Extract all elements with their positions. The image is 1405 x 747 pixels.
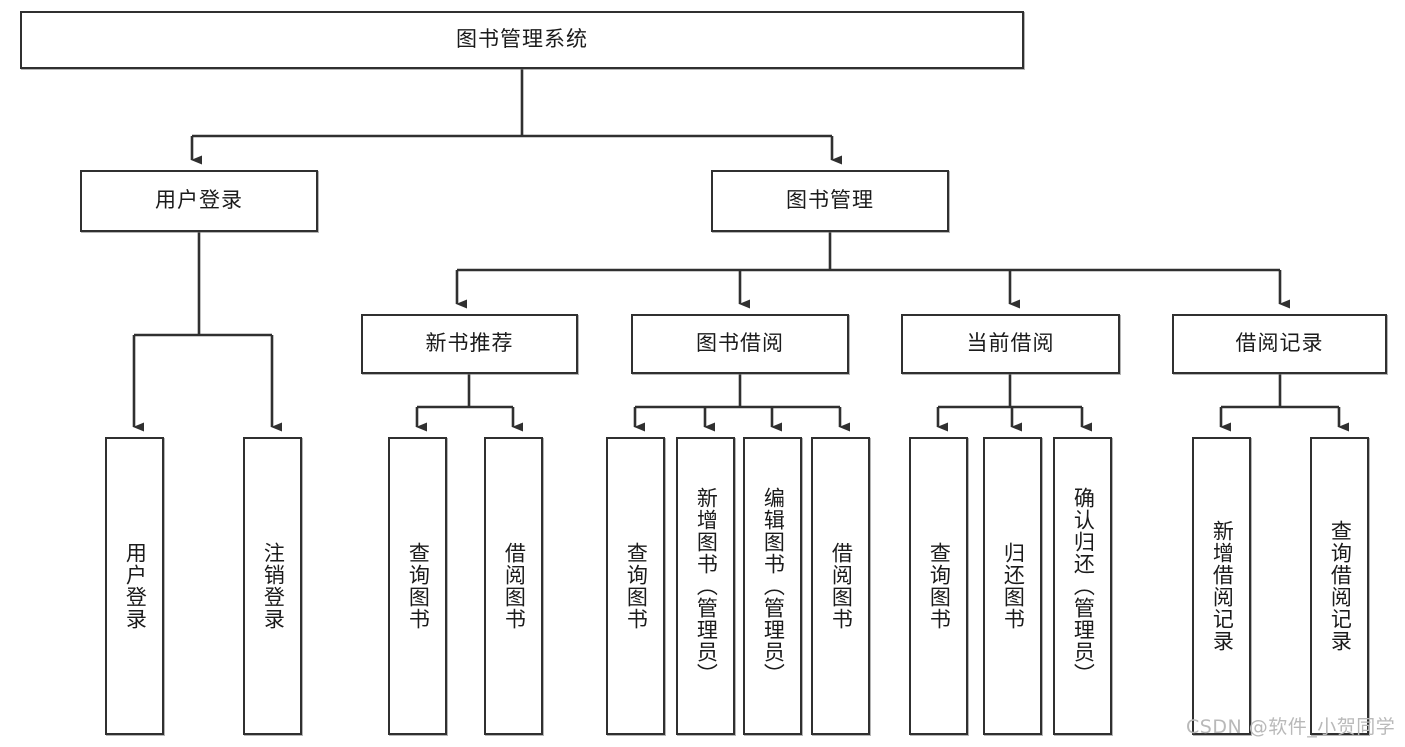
leaf-query-book-recommend[interactable]: 查询图书: [388, 437, 447, 735]
node-root[interactable]: 图书管理系统: [20, 11, 1024, 69]
node-current-borrow[interactable]: 当前借阅: [901, 314, 1120, 374]
node-book-manage[interactable]: 图书管理: [711, 170, 949, 232]
leaf-edit-book-admin[interactable]: 编辑图书（管理员）: [743, 437, 802, 735]
leaf-confirm-return-admin[interactable]: 确认归还（管理员）: [1053, 437, 1112, 735]
leaf-return-book[interactable]: 归还图书: [983, 437, 1042, 735]
leaf-query-book-borrow[interactable]: 查询图书: [606, 437, 665, 735]
node-new-book-recommend[interactable]: 新书推荐: [361, 314, 578, 374]
node-borrow-record[interactable]: 借阅记录: [1172, 314, 1387, 374]
leaf-query-borrow-record[interactable]: 查询借阅记录: [1310, 437, 1369, 735]
node-user-login[interactable]: 用户登录: [80, 170, 318, 232]
node-book-borrow[interactable]: 图书借阅: [631, 314, 849, 374]
leaf-query-book-current[interactable]: 查询图书: [909, 437, 968, 735]
leaf-borrow-book[interactable]: 借阅图书: [811, 437, 870, 735]
leaf-add-book-admin[interactable]: 新增图书（管理员）: [676, 437, 735, 735]
csdn-watermark: CSDN @软件_小贺同学: [1186, 716, 1396, 738]
leaf-user-login[interactable]: 用户登录: [105, 437, 164, 735]
leaf-add-borrow-record[interactable]: 新增借阅记录: [1192, 437, 1251, 735]
leaf-logout-login[interactable]: 注销登录: [243, 437, 302, 735]
leaf-borrow-book-recommend[interactable]: 借阅图书: [484, 437, 543, 735]
